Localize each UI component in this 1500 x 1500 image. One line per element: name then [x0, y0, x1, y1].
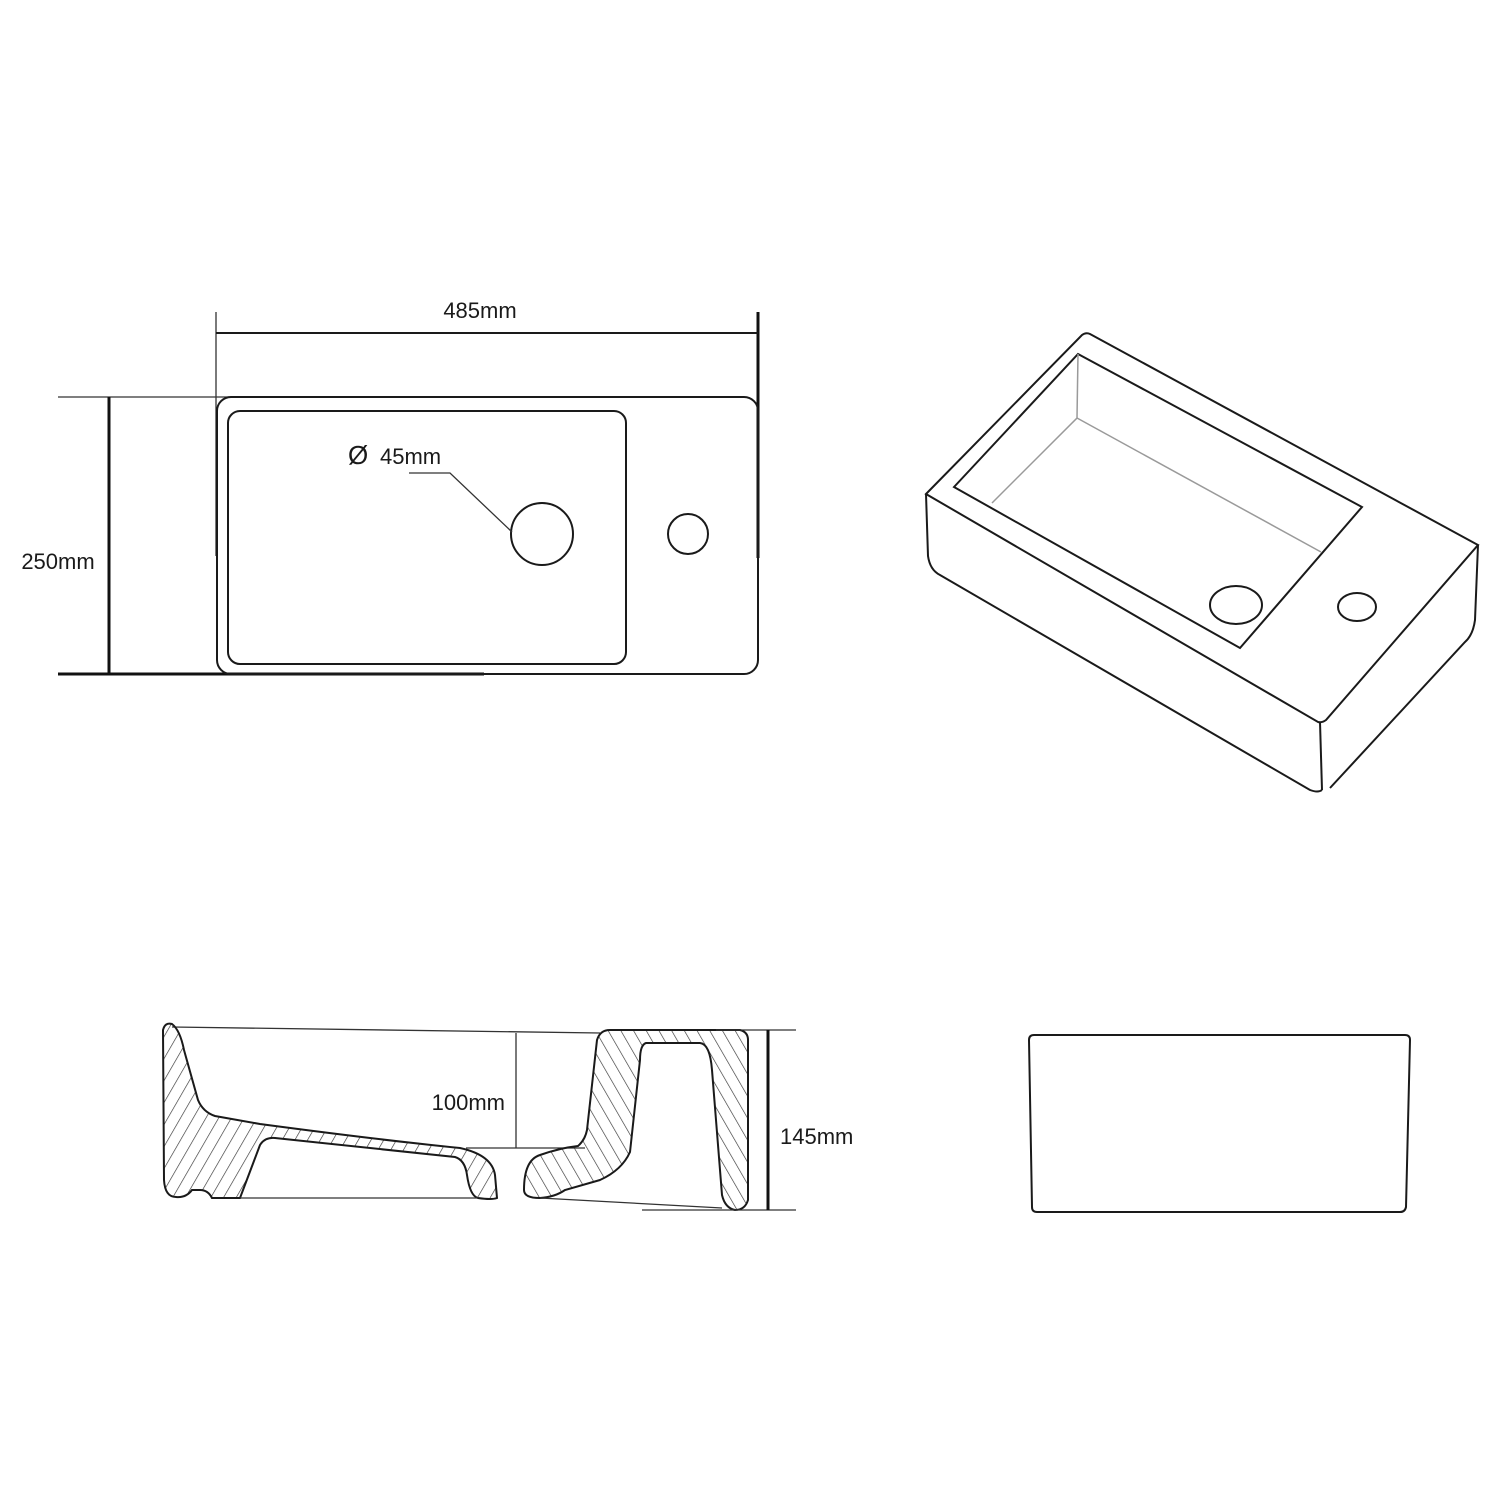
height-label: 145mm	[780, 1124, 853, 1149]
width-dimension: 485mm	[215, 298, 760, 558]
drain-leader-line	[409, 472, 513, 533]
drain-label: Ø 45mm	[348, 440, 441, 470]
width-label: 485mm	[443, 298, 516, 323]
tap-hole	[667, 513, 709, 555]
diameter-icon: Ø	[348, 440, 368, 470]
top-view: 485mm 250mm Ø 45mm	[21, 298, 760, 676]
drain-hole	[510, 502, 574, 566]
bowl-depth-label: 100mm	[432, 1090, 505, 1115]
depth-dimension: 250mm	[21, 396, 484, 676]
side-view	[1027, 1034, 1412, 1213]
isometric-view	[924, 332, 1480, 793]
depth-label: 250mm	[21, 549, 94, 574]
bowl-outline	[227, 410, 627, 665]
svg-text:45mm: 45mm	[380, 444, 441, 469]
section-view: 100mm 145mm	[161, 1022, 853, 1212]
basin-outline	[216, 396, 759, 675]
